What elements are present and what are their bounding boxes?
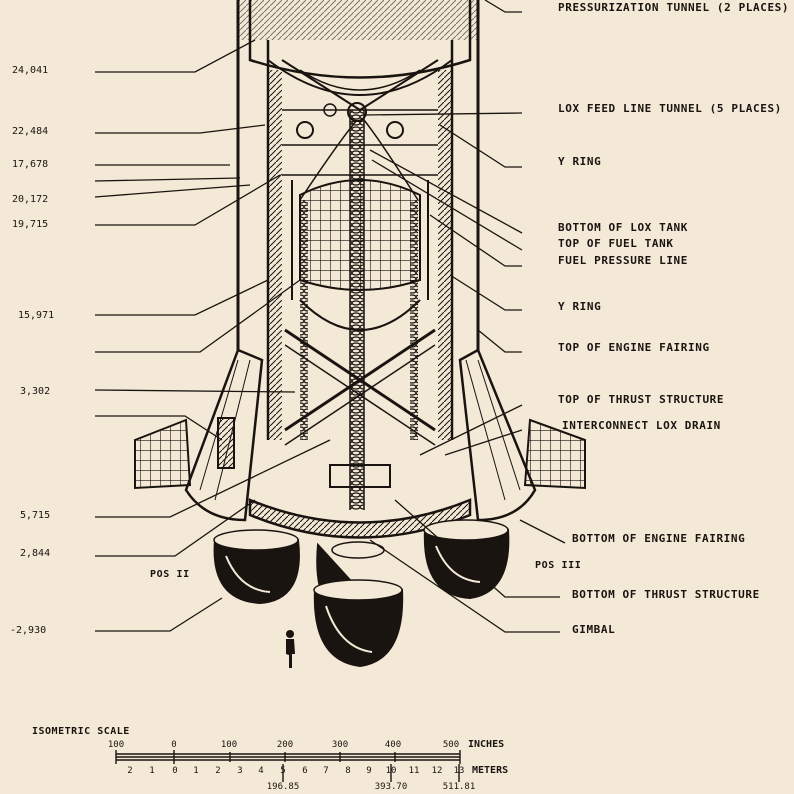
station-24041: 24,041 bbox=[12, 65, 49, 76]
leader-lines bbox=[94, 0, 566, 633]
meter-tick: 2 bbox=[215, 766, 221, 776]
meter-tick: 10 bbox=[385, 766, 397, 776]
callout-lox-feed-line-tunnel: LOX FEED LINE TUNNEL (5 PLACES) bbox=[558, 102, 782, 115]
station-3302: 3,302 bbox=[20, 386, 51, 397]
callout-fuel-pressure-line: FUEL PRESSURE LINE bbox=[558, 254, 689, 267]
meter-unit: METERS bbox=[472, 765, 509, 776]
meter-tick: 3 bbox=[237, 766, 243, 776]
inch-tick: 100 bbox=[107, 740, 125, 750]
callout-bottom-of-thrust-structure: BOTTOM OF THRUST STRUCTURE bbox=[572, 588, 760, 601]
meter-tick: 4 bbox=[258, 766, 264, 776]
meter-tick: 6 bbox=[302, 766, 308, 776]
callout-y-ring-upper: Y RING bbox=[558, 155, 602, 168]
station-5715: 5,715 bbox=[20, 510, 51, 521]
station-20172: 20,172 bbox=[12, 194, 49, 205]
callout-bottom-of-lox-tank: BOTTOM OF LOX TANK bbox=[558, 221, 689, 234]
inch-tick: 400 bbox=[384, 740, 402, 750]
callout-y-ring-lower: Y RING bbox=[558, 300, 602, 313]
meter-tick: 13 bbox=[453, 766, 465, 776]
meter-tick: 0 bbox=[172, 766, 178, 776]
inch-tick: 500 bbox=[442, 740, 460, 750]
station-15971: 15,971 bbox=[18, 310, 55, 321]
callout-top-of-thrust-structure: TOP OF THRUST STRUCTURE bbox=[558, 393, 725, 406]
station-17678: 17,678 bbox=[12, 159, 49, 170]
meter-tick: 8 bbox=[345, 766, 351, 776]
meter-tick: 12 bbox=[431, 766, 443, 776]
meter-tick: 1 bbox=[193, 766, 199, 776]
conversion-value: 393.70 bbox=[374, 782, 408, 792]
station-2844: 2,844 bbox=[20, 548, 51, 559]
meter-tick: 7 bbox=[323, 766, 329, 776]
inch-tick: 0 bbox=[171, 740, 177, 750]
callout-pressurization-tunnel: PRESSURIZATION TUNNEL (2 PLACES) bbox=[558, 1, 790, 14]
label-pos-iii: POS III bbox=[535, 560, 582, 571]
callout-gimbal: GIMBAL bbox=[572, 623, 616, 636]
inch-tick: 200 bbox=[276, 740, 294, 750]
station-19715: 19,715 bbox=[12, 219, 49, 230]
meter-tick: 9 bbox=[366, 766, 372, 776]
inch-tick: 100 bbox=[220, 740, 238, 750]
meter-tick: 1 bbox=[149, 766, 155, 776]
station-22484: 22,484 bbox=[12, 126, 49, 137]
conversion-value: 511.81 bbox=[442, 782, 476, 792]
callout-bottom-of-engine-fairing: BOTTOM OF ENGINE FAIRING bbox=[572, 532, 746, 545]
inch-tick: 300 bbox=[331, 740, 349, 750]
meter-tick: 11 bbox=[408, 766, 420, 776]
meter-tick: 2 bbox=[127, 766, 133, 776]
meter-tick: 5 bbox=[280, 766, 286, 776]
conversion-value: 196.85 bbox=[266, 782, 300, 792]
scale-bar-graphic bbox=[115, 750, 461, 782]
scale-title: ISOMETRIC SCALE bbox=[32, 726, 130, 737]
station-minus-2930: -2,930 bbox=[10, 625, 47, 636]
inch-unit: INCHES bbox=[468, 739, 505, 750]
callout-interconnect-lox-drain: INTERCONNECT LOX DRAIN bbox=[562, 419, 721, 432]
label-pos-ii: POS II bbox=[150, 569, 190, 580]
callout-top-of-engine-fairing: TOP OF ENGINE FAIRING bbox=[558, 341, 710, 354]
callout-top-of-fuel-tank: TOP OF FUEL TANK bbox=[558, 237, 674, 250]
